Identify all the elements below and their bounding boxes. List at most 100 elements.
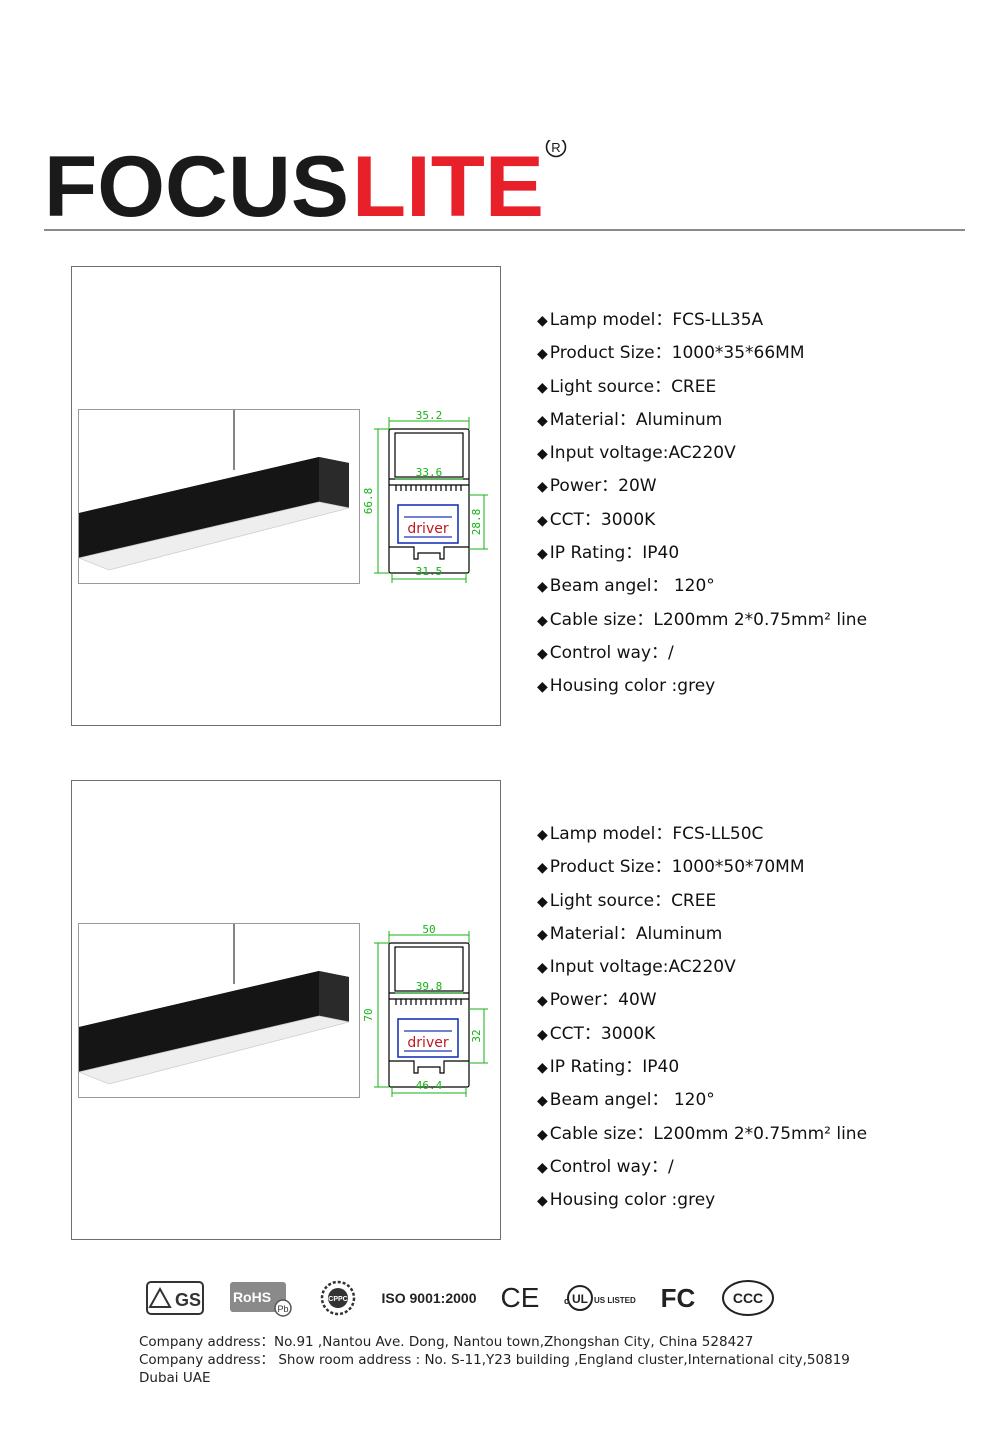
diamond-bullet-icon: ◆ bbox=[537, 1060, 548, 1077]
spec-housing-color: Housing color :grey bbox=[549, 1190, 716, 1211]
spec-item: ◆IP Rating：IP40 bbox=[537, 537, 867, 570]
cross-section-icon: driver 35.2 33.6 66.8 28.8 bbox=[362, 409, 488, 583]
spec-item: ◆Input voltage:AC220V bbox=[537, 951, 867, 984]
diamond-bullet-icon: ◆ bbox=[537, 926, 548, 943]
spec-item: ◆CCT：3000K bbox=[537, 1018, 867, 1051]
diamond-bullet-icon: ◆ bbox=[537, 612, 548, 629]
linear-lamp-render-icon bbox=[79, 924, 350, 1085]
spec-item: ◆Light source：CREE bbox=[537, 371, 867, 404]
spec-product-size: Product Size：1000*35*66MM bbox=[549, 343, 805, 364]
ul-cert-icon: c UL US LISTED bbox=[560, 1276, 640, 1320]
svg-text:GS: GS bbox=[175, 1290, 201, 1310]
spec-power: Power：40W bbox=[549, 990, 657, 1011]
company-address: Company address：No.91 ,Nantou Ave. Dong,… bbox=[139, 1333, 879, 1387]
driver-label: driver bbox=[407, 1035, 448, 1051]
diamond-bullet-icon: ◆ bbox=[537, 379, 548, 396]
cross-section-icon: driver 50 39.8 70 32 46. bbox=[362, 923, 488, 1097]
diamond-bullet-icon: ◆ bbox=[537, 346, 548, 363]
spec-item: ◆Light source：CREE bbox=[537, 885, 867, 918]
diamond-bullet-icon: ◆ bbox=[537, 412, 548, 429]
spec-cable-size: Cable size：L200mm 2*0.75mm² line bbox=[549, 609, 868, 630]
product-block-2: driver 50 39.8 70 32 46. bbox=[0, 780, 1000, 1242]
spec-list-2: ◆Lamp model：FCS-LL50C ◆Product Size：1000… bbox=[537, 818, 867, 1218]
product-image-frame-2: driver 50 39.8 70 32 46. bbox=[71, 780, 501, 1240]
spec-light-source: Light source：CREE bbox=[549, 890, 717, 911]
ccc-cert-icon: CCC bbox=[720, 1276, 776, 1320]
spec-beam-angle: Beam angel： 120° bbox=[549, 576, 715, 597]
spec-housing-color: Housing color :grey bbox=[549, 676, 716, 697]
spec-item: ◆Cable size：L200mm 2*0.75mm² line bbox=[537, 604, 867, 637]
spec-control-way: Control way：/ bbox=[549, 1156, 674, 1177]
spec-cct: CCT：3000K bbox=[549, 1023, 656, 1044]
dimension-bottom-width: 46.4 bbox=[416, 1079, 443, 1092]
dimension-driver-height: 32 bbox=[470, 1029, 483, 1042]
ce-cert-label: CE bbox=[500, 1282, 540, 1313]
spec-input-voltage: Input voltage:AC220V bbox=[549, 957, 736, 978]
product-image-frame-1: driver 35.2 33.6 66.8 28.8 bbox=[71, 266, 501, 726]
spec-item: ◆Product Size：1000*50*70MM bbox=[537, 851, 867, 884]
address-line-1: Company address：No.91 ,Nantou Ave. Dong,… bbox=[139, 1334, 754, 1350]
svg-text:RoHS: RoHS bbox=[233, 1289, 271, 1305]
svg-text:CPPC: CPPC bbox=[328, 1296, 347, 1303]
spec-item: ◆Input voltage:AC220V bbox=[537, 437, 867, 470]
product-render-1 bbox=[78, 409, 360, 584]
spec-item: ◆Control way：/ bbox=[537, 637, 867, 670]
spec-beam-angle: Beam angel： 120° bbox=[549, 1090, 715, 1111]
diamond-bullet-icon: ◆ bbox=[537, 1126, 548, 1143]
spec-cct: CCT：3000K bbox=[549, 509, 656, 530]
diamond-bullet-icon: ◆ bbox=[537, 512, 548, 529]
registered-icon bbox=[545, 140, 567, 158]
spec-item: ◆Lamp model：FCS-LL50C bbox=[537, 818, 867, 851]
cppc-cert-icon: CPPC bbox=[318, 1276, 358, 1320]
spec-ip-rating: IP Rating：IP40 bbox=[549, 1057, 680, 1078]
diamond-bullet-icon: ◆ bbox=[537, 893, 548, 910]
spec-item: ◆Beam angel： 120° bbox=[537, 1084, 867, 1117]
linear-lamp-render-icon bbox=[79, 410, 350, 571]
diamond-bullet-icon: ◆ bbox=[537, 1093, 548, 1110]
spec-light-source: Light source：CREE bbox=[549, 376, 717, 397]
cross-section-drawing-2: driver 50 39.8 70 32 46. bbox=[362, 921, 497, 1101]
diamond-bullet-icon: ◆ bbox=[537, 1026, 548, 1043]
spec-material: Material：Aluminum bbox=[549, 923, 723, 944]
spec-item: ◆CCT：3000K bbox=[537, 504, 867, 537]
dimension-inner-width: 33.6 bbox=[416, 466, 443, 479]
svg-text:Pb: Pb bbox=[277, 1304, 288, 1314]
header-divider bbox=[44, 229, 965, 231]
diamond-bullet-icon: ◆ bbox=[537, 546, 548, 563]
spec-ip-rating: IP Rating：IP40 bbox=[549, 543, 680, 564]
svg-text:CCC: CCC bbox=[733, 1290, 763, 1306]
dimension-top-width: 35.2 bbox=[416, 409, 443, 422]
diamond-bullet-icon: ◆ bbox=[537, 479, 548, 496]
spec-cable-size: Cable size：L200mm 2*0.75mm² line bbox=[549, 1123, 868, 1144]
logo-text-lite: LITE bbox=[352, 140, 544, 225]
logo-text-focus: FOCUS bbox=[44, 140, 349, 225]
diamond-bullet-icon: ◆ bbox=[537, 1159, 548, 1176]
spec-item: ◆Cable size：L200mm 2*0.75mm² line bbox=[537, 1118, 867, 1151]
spec-control-way: Control way：/ bbox=[549, 642, 674, 663]
driver-label: driver bbox=[407, 521, 448, 537]
svg-text:UL: UL bbox=[572, 1292, 588, 1306]
product-block-1: driver 35.2 33.6 66.8 28.8 bbox=[0, 266, 1000, 728]
svg-text:c: c bbox=[564, 1296, 569, 1306]
cross-section-drawing-1: driver 35.2 33.6 66.8 28.8 bbox=[362, 407, 497, 587]
dimension-bottom-width: 31.5 bbox=[416, 565, 443, 578]
brand-logo: FOCUS LITE R bbox=[44, 140, 584, 225]
iso-cert-label: ISO 9001:2000 bbox=[381, 1290, 477, 1306]
spec-item: ◆Power：40W bbox=[537, 984, 867, 1017]
spec-item: ◆Material：Aluminum bbox=[537, 918, 867, 951]
dimension-height: 70 bbox=[362, 1008, 375, 1021]
spec-power: Power：20W bbox=[549, 476, 657, 497]
diamond-bullet-icon: ◆ bbox=[537, 579, 548, 596]
spec-lamp-model: Lamp model：FCS-LL35A bbox=[549, 310, 764, 330]
spec-item: ◆Lamp model：FCS-LL35A bbox=[537, 304, 867, 337]
diamond-bullet-icon: ◆ bbox=[537, 1193, 548, 1210]
gs-cert-icon: GS bbox=[146, 1276, 204, 1320]
spec-item: ◆Control way：/ bbox=[537, 1151, 867, 1184]
spec-product-size: Product Size：1000*50*70MM bbox=[549, 857, 805, 878]
spec-list-1: ◆Lamp model：FCS-LL35A ◆Product Size：1000… bbox=[537, 304, 867, 704]
rohs-cert-icon: RoHS Pb bbox=[228, 1276, 296, 1320]
spec-item: ◆Housing color :grey bbox=[537, 1184, 867, 1217]
svg-text:US LISTED: US LISTED bbox=[594, 1296, 636, 1305]
spec-item: ◆Product Size：1000*35*66MM bbox=[537, 337, 867, 370]
diamond-bullet-icon: ◆ bbox=[537, 960, 548, 977]
